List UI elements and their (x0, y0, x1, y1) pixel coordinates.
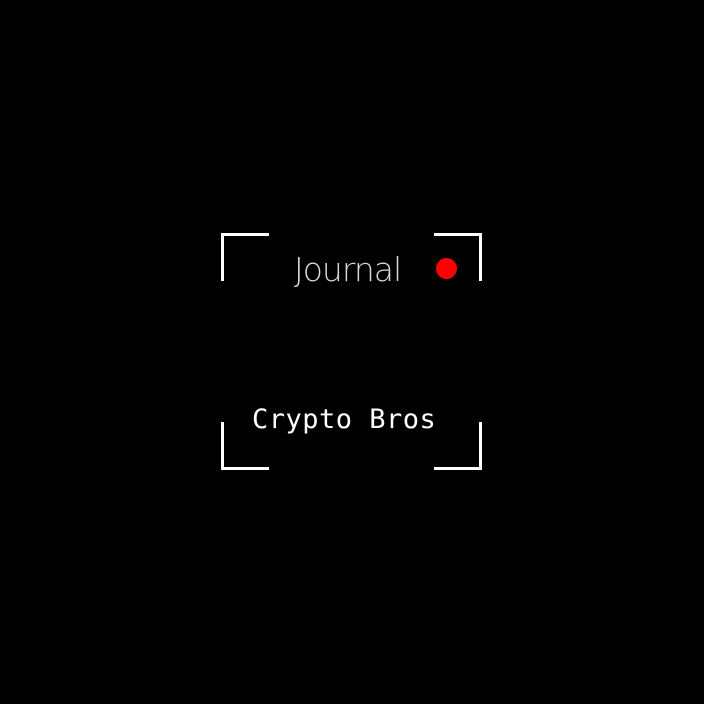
frame-corner-top-left (221, 233, 269, 281)
logo-subtitle: Crypto Bros (252, 404, 437, 435)
record-dot-icon (436, 258, 457, 279)
frame-corner-bottom-right (434, 422, 482, 470)
frame-corner-top-right (434, 233, 482, 281)
frame-corner-bottom-left (221, 422, 269, 470)
logo-title: Journal (294, 250, 402, 289)
